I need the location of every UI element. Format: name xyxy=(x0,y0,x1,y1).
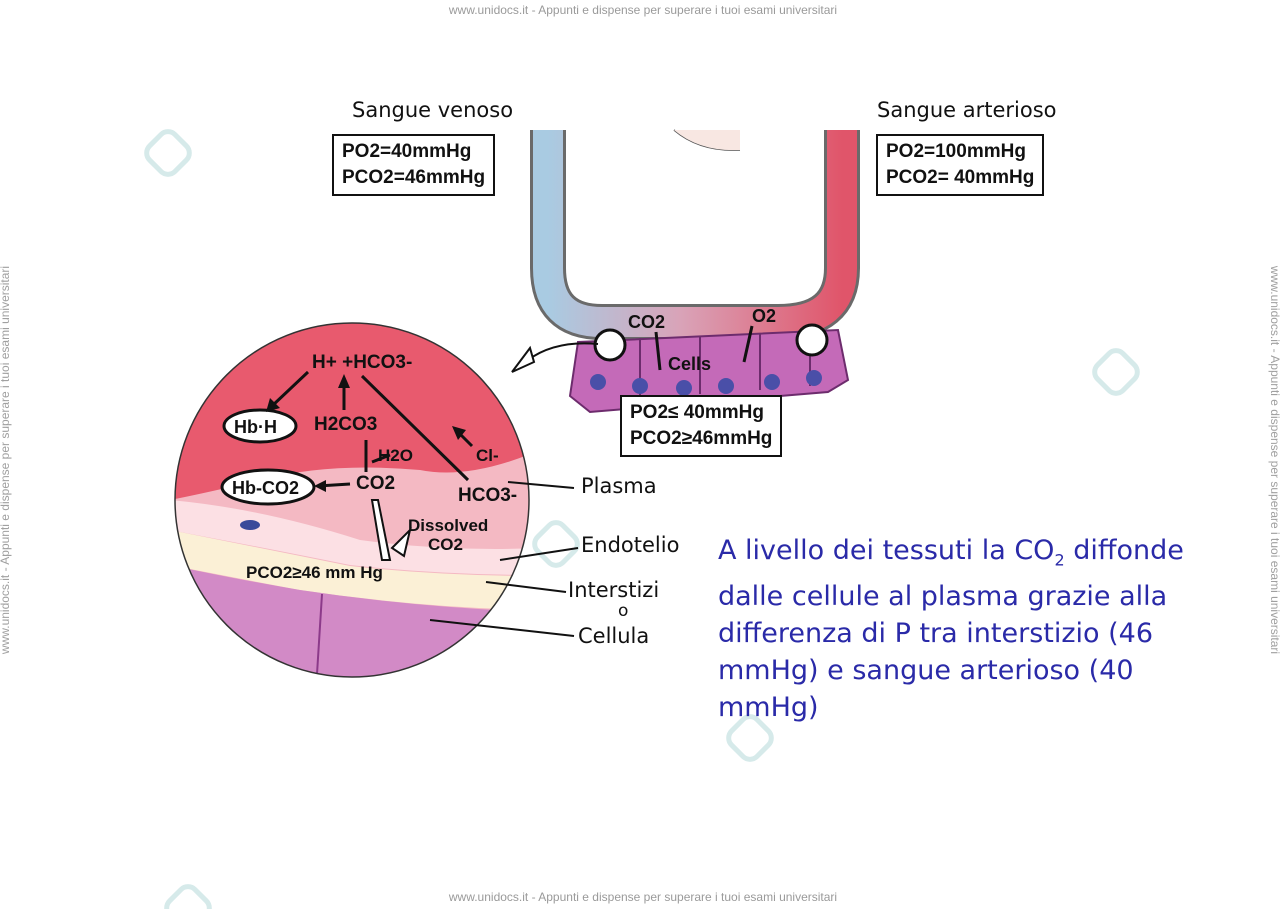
co2-label: CO2 xyxy=(628,312,665,332)
caption-text: A livello dei tessuti la CO2 diffonde da… xyxy=(718,532,1188,726)
venous-pco2: PCO2=46mmHg xyxy=(342,167,486,188)
nucleus xyxy=(764,374,780,390)
dissolved-co2-label: CO2 xyxy=(428,535,463,554)
arterial-title: Sangue arterioso xyxy=(877,98,1057,122)
nucleus xyxy=(718,378,734,394)
watermark-top: www.unidocs.it - Appunti e dispense per … xyxy=(448,3,838,17)
caption-rest: diffonde dalle cellule al plasma grazie … xyxy=(718,535,1184,724)
endotelio-label: Endotelio xyxy=(581,533,680,557)
tissue-pco2: PCO2≥46mmHg xyxy=(630,428,773,449)
hbh-label: Hb·H xyxy=(234,417,277,437)
venous-title: Sangue venoso xyxy=(352,98,514,122)
caption-subscript: 2 xyxy=(1054,550,1065,570)
cellula-label: Cellula xyxy=(578,624,650,648)
zoom-circle-border xyxy=(174,322,530,678)
nucleus xyxy=(632,378,648,394)
plasma-label: Plasma xyxy=(581,474,657,498)
arterial-po2: PO2=100mmHg xyxy=(886,141,1026,162)
watermark-logos xyxy=(144,129,1140,909)
watermark-bottom: www.unidocs.it - Appunti e dispense per … xyxy=(448,890,838,904)
zoom-spot-right xyxy=(795,323,829,357)
ion-pair-label: H+ +HCO3- xyxy=(312,352,412,373)
cells-label: Cells xyxy=(668,354,711,374)
h2co3-label: H2CO3 xyxy=(314,414,377,435)
zoom-spot-left xyxy=(593,328,627,362)
o2-label: O2 xyxy=(752,306,776,326)
interstizio-o-label: o xyxy=(618,601,629,621)
tissue-cells: CO2 O2 Cells xyxy=(568,306,850,414)
pco2-interstitium-label: PCO2≥46 mm Hg xyxy=(246,563,383,582)
chemistry-scheme: H+ +HCO3- Hb·H H2CO3 H2O Cl- Hb-CO2 CO2 … xyxy=(220,352,517,582)
dissolved-label: Dissolved xyxy=(408,516,488,535)
arterial-pco2: PCO2= 40mmHg xyxy=(886,167,1035,188)
nucleus xyxy=(590,374,606,390)
venous-po2: PO2=40mmHg xyxy=(342,141,472,162)
interstizio-label: Interstizi xyxy=(568,578,660,602)
hco3-label: HCO3- xyxy=(458,485,517,506)
cl-label: Cl- xyxy=(476,446,499,465)
hbco2-label: Hb-CO2 xyxy=(232,478,299,498)
caption-line1: A livello dei tessuti la CO xyxy=(718,535,1055,566)
venous-values-box: PO2=40mmHg PCO2=46mmHg xyxy=(332,134,496,196)
h2o-label: H2O xyxy=(378,446,413,465)
leader-lines xyxy=(429,481,579,637)
tissue-po2: PO2≤ 40mmHg xyxy=(630,402,764,423)
co2-plasma-label: CO2 xyxy=(356,473,395,494)
tissue-values-box: PO2≤ 40mmHg PCO2≥46mmHg xyxy=(620,395,783,457)
nucleus xyxy=(806,370,822,386)
capillary-vessel xyxy=(530,129,860,340)
nucleus xyxy=(676,380,692,396)
arterial-values-box: PO2=100mmHg PCO2= 40mmHg xyxy=(876,134,1045,196)
zoom-arrow xyxy=(511,342,599,373)
